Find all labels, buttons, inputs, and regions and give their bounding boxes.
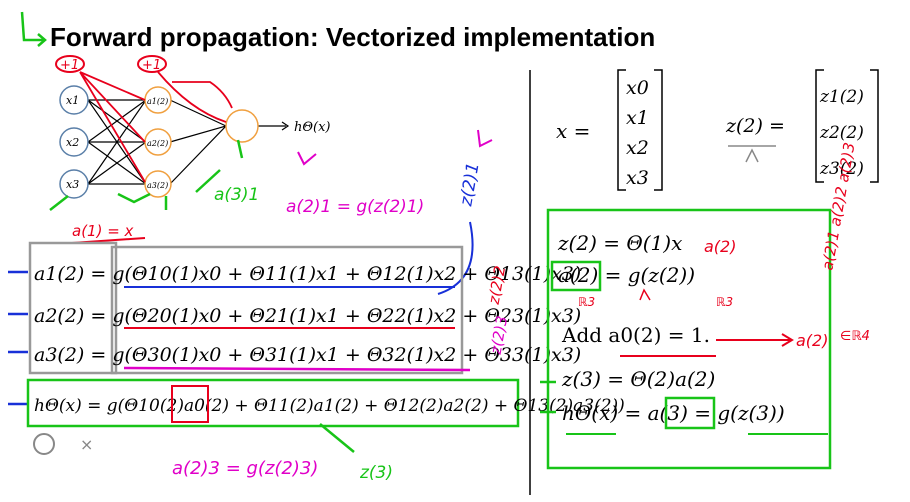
svg-text:z(2) =: z(2) = bbox=[725, 115, 785, 137]
svg-text:x =: x = bbox=[556, 119, 590, 143]
output-label: hΘ(x) bbox=[294, 120, 331, 135]
right-equations: z(2) = Θ(1)x a(2) = g(z(2)) Add a0(2) = … bbox=[550, 231, 828, 435]
svg-text:∈ℝ4: ∈ℝ4 bbox=[840, 329, 870, 344]
svg-text:x2: x2 bbox=[626, 137, 649, 159]
svg-text:x1: x1 bbox=[626, 107, 649, 129]
hidden-nodes: a1(2) a2(2) a3(2) bbox=[144, 86, 172, 198]
eq-a2: a2(2) = g(Θ20(1)x0 + Θ21(1)x1 + Θ22(1)x2… bbox=[34, 305, 581, 327]
eq-h-right: hΘ(x) = a(3) = g(z(3)) bbox=[562, 401, 785, 425]
note-a3-g: a(2)3 = g(z(2)3) bbox=[172, 458, 318, 479]
svg-text:z2(2): z2(2) bbox=[819, 123, 864, 143]
output-node bbox=[225, 109, 259, 143]
node-a3: a3(2) bbox=[147, 181, 168, 190]
title-hook-arrow bbox=[20, 11, 44, 42]
left-equations: a1(2) = g(Θ10(1)x0 + Θ11(1)x1 + Θ12(1)x2… bbox=[8, 241, 625, 428]
svg-text:×: × bbox=[80, 435, 93, 454]
network-green-notes: a(3)1 bbox=[49, 139, 259, 211]
svg-text:ℝ3: ℝ3 bbox=[578, 295, 595, 309]
svg-text:a(3)1: a(3)1 bbox=[214, 185, 259, 205]
x-vector: x = x0 x1 x2 x3 bbox=[556, 69, 663, 191]
right-box bbox=[546, 208, 832, 470]
svg-text:z3(2): z3(2) bbox=[819, 159, 864, 179]
slide-title: Forward propagation: Vectorized implemen… bbox=[50, 22, 656, 52]
eq-h: hΘ(x) = g(Θ10(2)a0(2) + Θ11(2)a1(2) + Θ1… bbox=[34, 396, 625, 416]
svg-text:+1: +1 bbox=[60, 58, 79, 73]
eq-add: Add a0(2) = 1. bbox=[561, 323, 710, 347]
network-edges bbox=[87, 99, 286, 185]
z-vector: z(2) = z1(2) z2(2) z3(2) bbox=[725, 69, 879, 183]
node-x2: x2 bbox=[66, 136, 79, 149]
eq-z2: z(2) = Θ(1)x bbox=[557, 231, 682, 255]
note-a1-equals-x: a(1) = x bbox=[72, 222, 134, 240]
svg-text:+1: +1 bbox=[142, 58, 161, 73]
svg-text:z1(2): z1(2) bbox=[819, 87, 864, 107]
eq-z3: z(3) = Θ(2)a(2) bbox=[561, 367, 715, 391]
note-z3-out: z(3) bbox=[359, 463, 393, 483]
svg-text:a(2): a(2) bbox=[796, 331, 828, 350]
node-x3: x3 bbox=[66, 178, 79, 191]
eq-a2g: a(2) = g(z(2)) bbox=[558, 263, 695, 287]
node-a1: a1(2) bbox=[147, 97, 168, 106]
svg-text:ℝ3: ℝ3 bbox=[716, 295, 733, 309]
svg-text:x0: x0 bbox=[626, 77, 649, 99]
bias-annotations: +1 +1 bbox=[55, 55, 233, 183]
svg-text:x3: x3 bbox=[626, 167, 649, 189]
input-nodes: x1 x2 x3 bbox=[59, 85, 89, 199]
node-x1: x1 bbox=[66, 94, 79, 107]
svg-text:a(2): a(2) bbox=[704, 237, 736, 256]
node-a2: a2(2) bbox=[147, 139, 168, 148]
eq-a3: a3(2) = g(Θ30(1)x0 + Θ31(1)x1 + Θ32(1)x2… bbox=[34, 344, 581, 366]
note-a1-g: a(2)1 = g(z(2)1) bbox=[286, 197, 424, 217]
note-z1: z(2)1 bbox=[456, 161, 483, 209]
eq-a1: a1(2) = g(Θ10(1)x0 + Θ11(1)x1 + Θ12(1)x2… bbox=[34, 263, 581, 285]
